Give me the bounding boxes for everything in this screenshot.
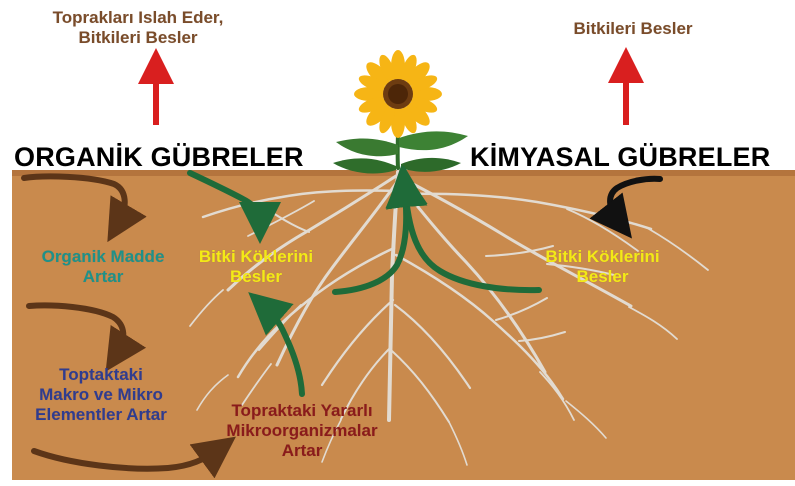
curved-arrow-icon [610,179,660,222]
feeds-roots-left-label: Bitki Köklerini Besler [181,247,331,287]
feeds-roots-left-line-2: Besler [181,267,331,287]
microorganisms-label: Topraktaki Yararlı Mikroorganizmalar Art… [187,401,417,461]
top-left-caption: Toprakları Islah Eder, Bitkileri Besler [28,8,248,48]
microorganisms-line-1: Topraktaki Yararlı [187,401,417,421]
microorganisms-line-2: Mikroorganizmalar [187,421,417,441]
sunflower-icon [333,50,468,174]
soil-elements-label: Toptaktaki Makro ve Mikro Elementler Art… [16,365,186,425]
feeds-roots-left-line-1: Bitki Köklerini [181,247,331,267]
organic-matter-label: Organik Madde Artar [18,247,188,287]
feeds-roots-right-label: Bitki Köklerini Besler [525,247,680,287]
feeds-roots-right-line-2: Besler [525,267,680,287]
organic-matter-line-2: Artar [18,267,188,287]
top-right-caption: Bitkileri Besler [548,19,718,39]
chemical-fertilizers-heading: KİMYASAL GÜBRELER [470,144,770,171]
microorganisms-line-3: Artar [187,441,417,461]
soil-elements-line-1: Toptaktaki [16,365,186,385]
top-left-caption-line-2: Bitkileri Besler [28,28,248,48]
organic-fertilizers-heading: ORGANİK GÜBRELER [14,144,304,171]
top-left-caption-line-1: Toprakları Islah Eder, [28,8,248,28]
soil-elements-line-2: Makro ve Mikro [16,385,186,405]
soil-elements-line-3: Elementler Artar [16,405,186,425]
feeds-roots-right-line-1: Bitki Köklerini [525,247,680,267]
organic-matter-line-1: Organik Madde [18,247,188,267]
